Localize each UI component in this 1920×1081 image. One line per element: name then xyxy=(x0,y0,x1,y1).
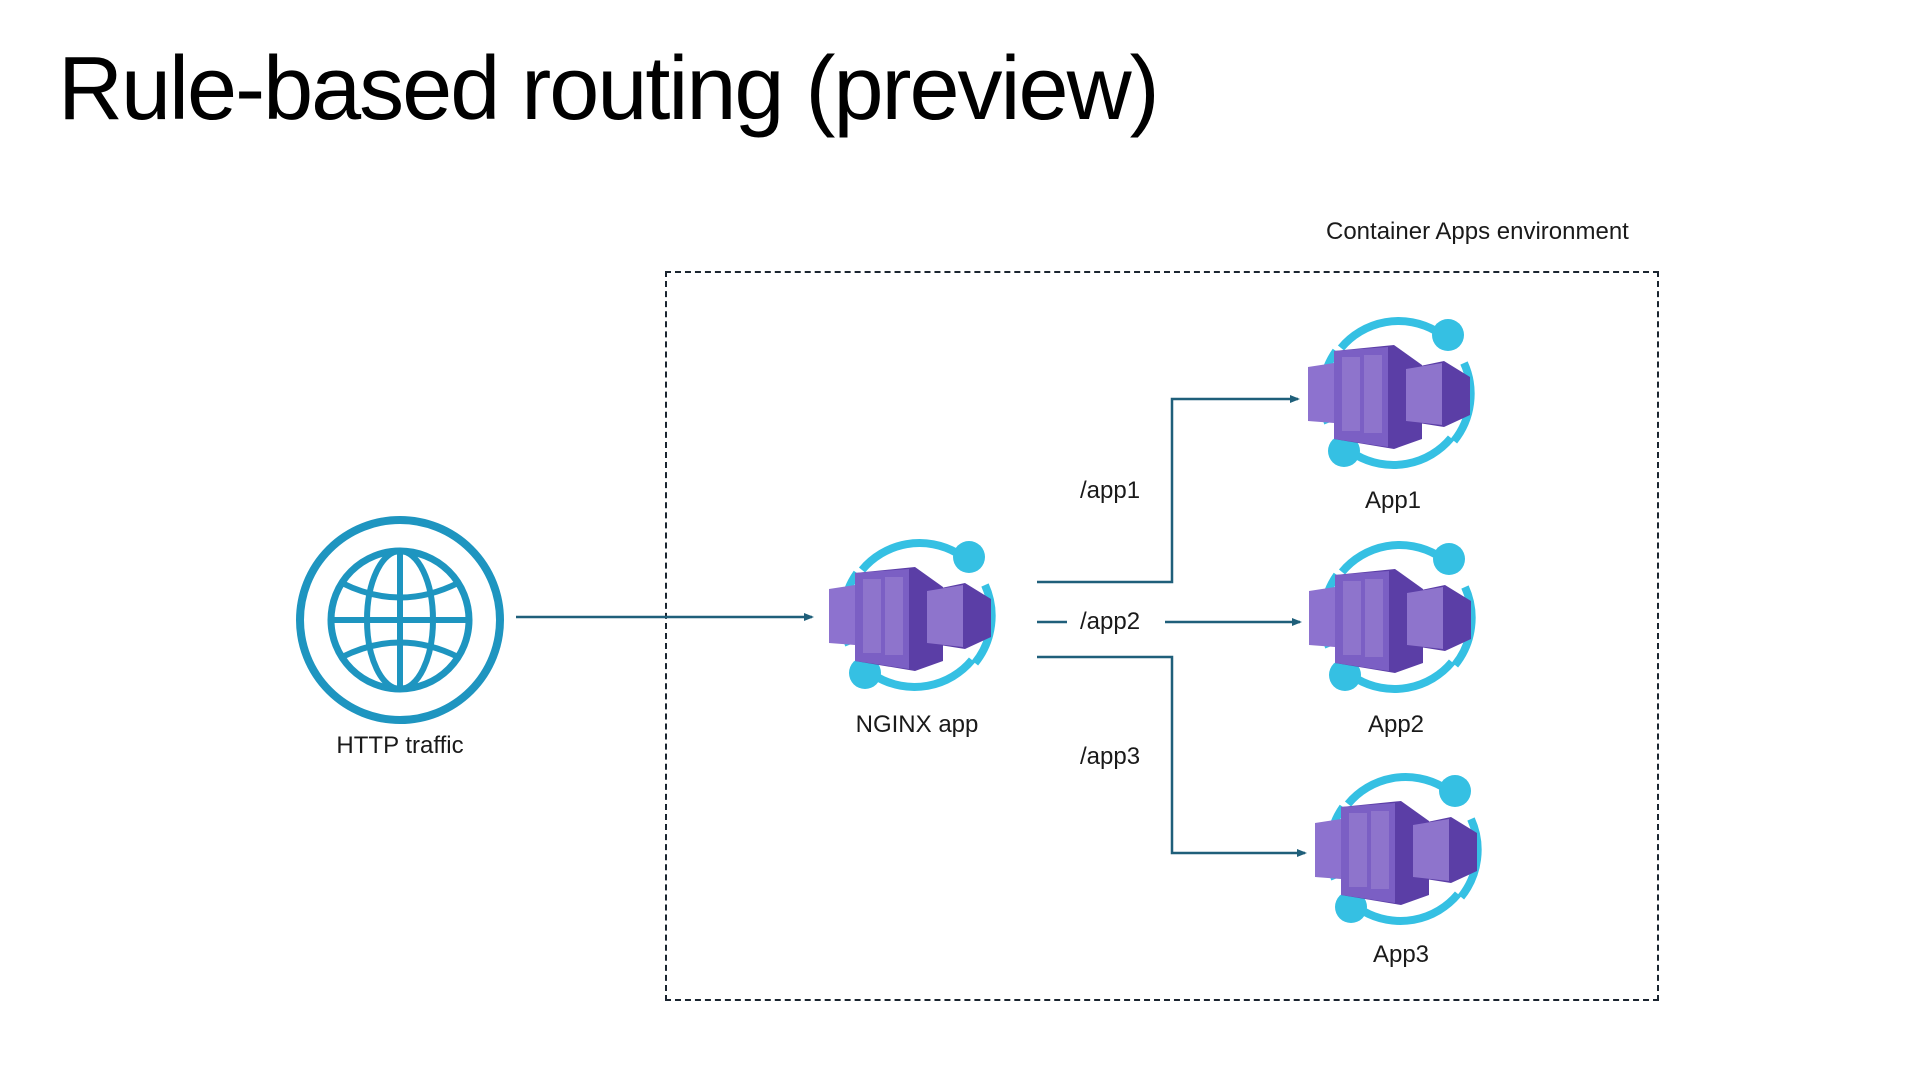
route-label-app3: /app3 xyxy=(1080,743,1141,770)
app2-label: App2 xyxy=(1367,711,1425,738)
nginx-app-label: NGINX app xyxy=(855,711,979,738)
environment-label: Container Apps environment xyxy=(1326,218,1629,245)
route-line-app1 xyxy=(1037,395,1300,584)
route-label-app1: /app1 xyxy=(1080,477,1141,504)
app1-label: App1 xyxy=(1364,487,1422,514)
route-line-app3 xyxy=(1037,655,1307,857)
globe-icon xyxy=(296,516,504,724)
nginx-container-app-icon xyxy=(829,541,992,689)
app3-container-app-icon xyxy=(1315,775,1478,923)
http-traffic-label: HTTP traffic xyxy=(336,732,464,759)
app2-container-app-icon xyxy=(1309,543,1472,691)
page-title: Rule-based routing (preview) xyxy=(58,39,1160,139)
app1-container-app-icon xyxy=(1308,319,1471,467)
container-apps-environment-boundary xyxy=(665,271,1659,1001)
route-label-app2: /app2 xyxy=(1080,608,1141,635)
app3-label: App3 xyxy=(1372,941,1430,968)
